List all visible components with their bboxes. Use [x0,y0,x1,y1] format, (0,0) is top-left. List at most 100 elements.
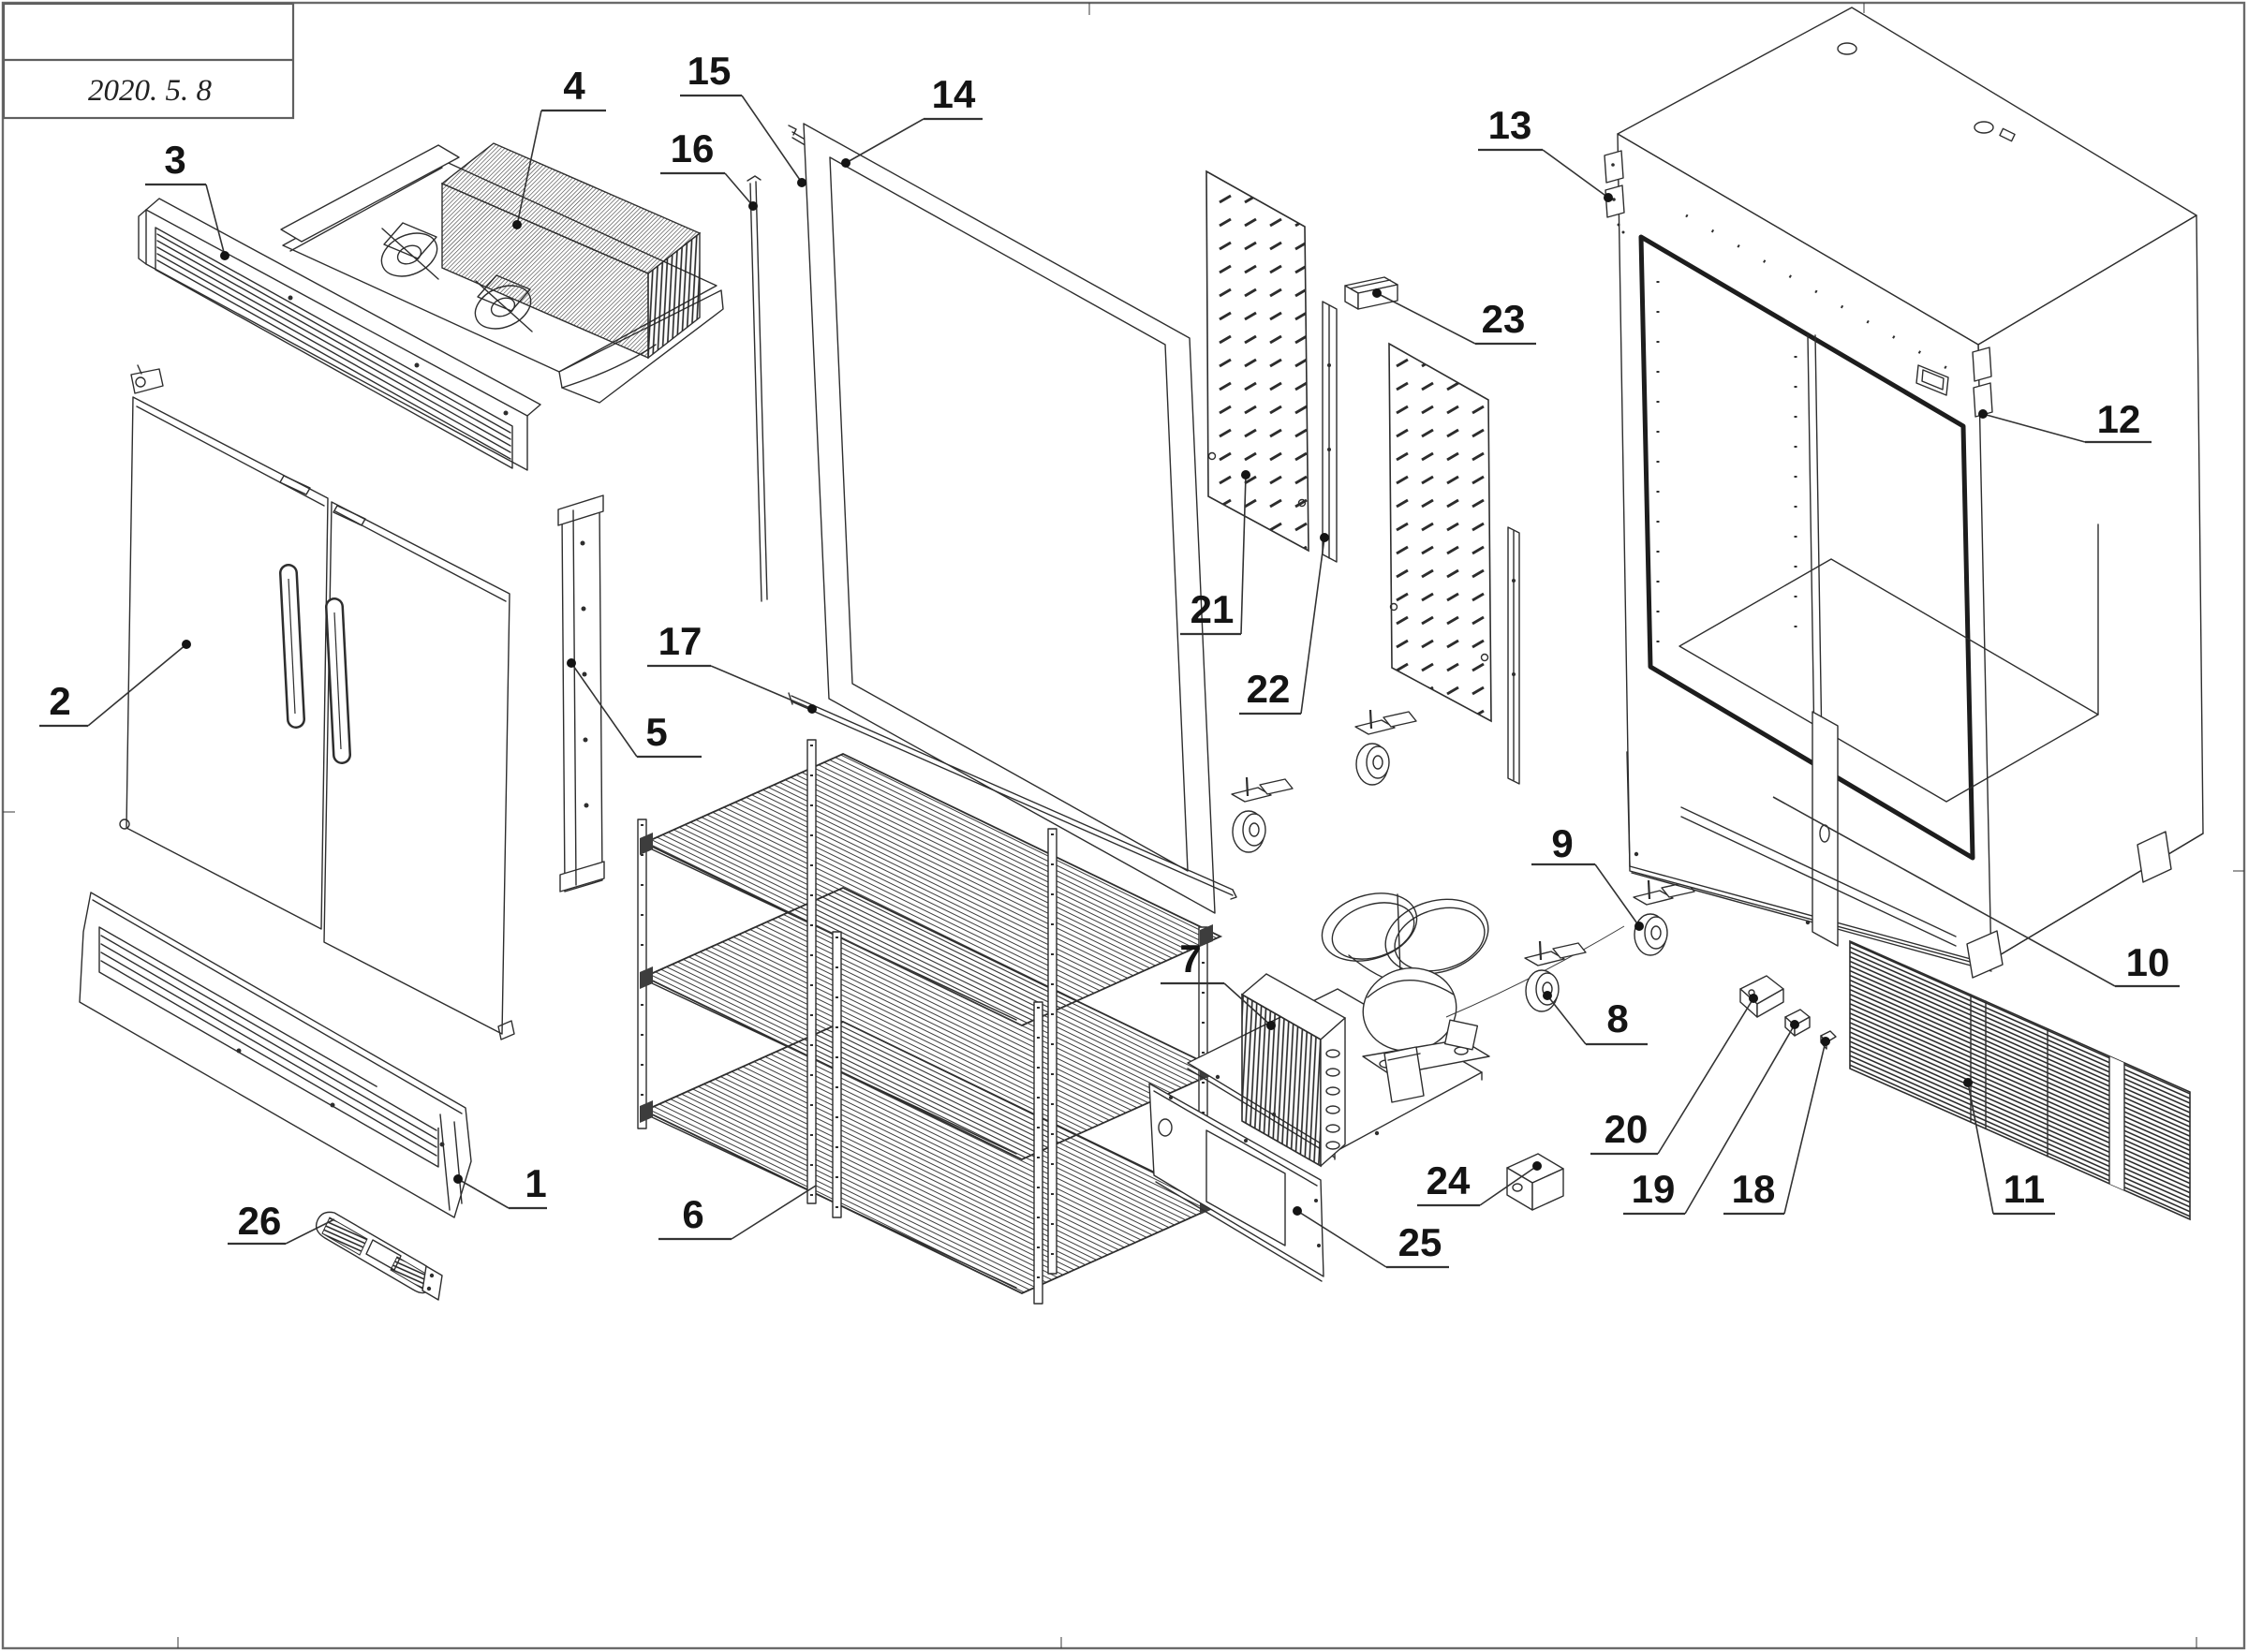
part-number-text: 20 [1605,1107,1649,1151]
date-stamp: 2020. 5. 8 [88,74,213,108]
part-number-text: 5 [645,710,667,754]
shelf-post [1047,828,1057,1275]
leader-dot [1978,409,1988,419]
part-number-text: 15 [688,49,732,93]
part-number-text: 10 [2126,940,2170,984]
part-17-bottom-rail [788,692,1237,900]
leader-dot [1372,288,1382,298]
leader-dot [220,251,229,260]
part-number-text: 6 [682,1192,703,1236]
part-22-perforated-panel [1388,342,1492,723]
leader-dot [1293,1206,1302,1216]
leader-dot [841,158,850,168]
shelf-post [1033,1001,1043,1305]
part-label-6: 6 [658,1185,817,1241]
part-2-doors [119,364,515,1040]
part-number-text: 11 [2004,1167,2045,1211]
part-number-text: 7 [1179,937,1201,981]
leader-dot [1543,991,1552,1000]
part-label-15: 15 [680,49,806,187]
leader-dot [182,640,191,649]
part-number-text: 19 [1632,1167,1676,1211]
part-label-13: 13 [1478,103,1613,202]
part-number-text: 21 [1191,587,1235,631]
part-label-17: 17 [647,619,817,714]
part-number-text: 18 [1732,1167,1776,1211]
part-label-10: 10 [1772,796,2180,988]
leader-dot [1320,533,1329,542]
caster-wheel [1354,709,1417,786]
part-14-door-frame [803,123,1216,914]
leader-dot [1790,1020,1799,1029]
part-label-14: 14 [841,72,983,168]
leader-dot [748,201,758,211]
leader-dot [567,658,576,668]
condenser-coil [1240,973,1347,1168]
part-number-text: 14 [932,72,976,116]
part-number-text: 22 [1247,667,1291,711]
part-21-perforated-panel [1205,170,1309,553]
leader-dot [1241,470,1250,479]
part-22-support-rail [1322,301,1338,563]
part-1-louver-panel [79,892,472,1218]
part-number-text: 25 [1398,1220,1442,1264]
part-label-4: 4 [512,64,606,229]
leader-dot [1604,193,1613,202]
part-number-text: 17 [658,619,702,663]
leader-dot [807,704,817,714]
shelf-post [832,931,842,1218]
refrigerant-tubing [1321,892,1489,986]
part-label-22: 22 [1239,533,1329,715]
part-number-text: 8 [1606,996,1628,1040]
leader-dot [512,220,522,229]
part-16-trim-strip [747,175,768,602]
date-box: 2020. 5. 8 [2,2,295,120]
part-label-18: 18 [1723,1037,1830,1216]
callout-labels: 1234567891011121314151617181920212223242… [39,49,2180,1269]
part-25-access-panel [1148,1083,1324,1282]
part-number-text: 13 [1488,103,1532,147]
leader-dot [1532,1161,1542,1171]
part-number-text: 12 [2097,397,2141,441]
part-label-9: 9 [1531,821,1644,931]
part-label-25: 25 [1293,1206,1449,1269]
part-number-text: 2 [49,679,70,723]
part-label-19: 19 [1623,1020,1799,1216]
leader-dot [1963,1078,1973,1087]
part-5-mullion-post [557,494,605,892]
part-label-2: 2 [39,640,191,728]
part-number-text: 4 [563,64,585,108]
part-label-3: 3 [145,138,229,260]
leader-dot [797,178,806,187]
leader-dot [1821,1037,1830,1046]
leader-dot [1634,922,1644,931]
door-hinge-bracket [130,364,164,394]
caster-wheel [1524,940,1587,1012]
part-number-text: 16 [671,126,715,170]
door-handle [279,564,305,729]
part-label-1: 1 [453,1161,547,1210]
part-label-23: 23 [1372,288,1536,346]
part-number-text: 24 [1427,1158,1471,1202]
part-number-text: 26 [238,1199,282,1243]
part-label-20: 20 [1590,994,1758,1156]
part-4-evaporator-assembly [280,142,724,404]
part-7-condensing-unit [1187,892,1625,1168]
part-number-text: 9 [1551,821,1573,865]
door-handle [325,597,351,764]
part-label-21: 21 [1180,470,1250,636]
part-label-24: 24 [1417,1158,1542,1207]
part-6-shelving-unit [637,739,1223,1305]
part-label-12: 12 [1978,397,2152,444]
compressor [1362,967,1490,1076]
cabinet-right-hinges [1972,347,1993,418]
part-label-11: 11 [1963,1078,2055,1216]
part-label-16: 16 [660,126,758,211]
leader-dot [453,1174,463,1184]
part-label-7: 7 [1161,937,1276,1030]
caster-wheel [1633,879,1695,956]
part-number-text: 3 [164,138,185,182]
part-26-handle-cover [315,1211,443,1301]
